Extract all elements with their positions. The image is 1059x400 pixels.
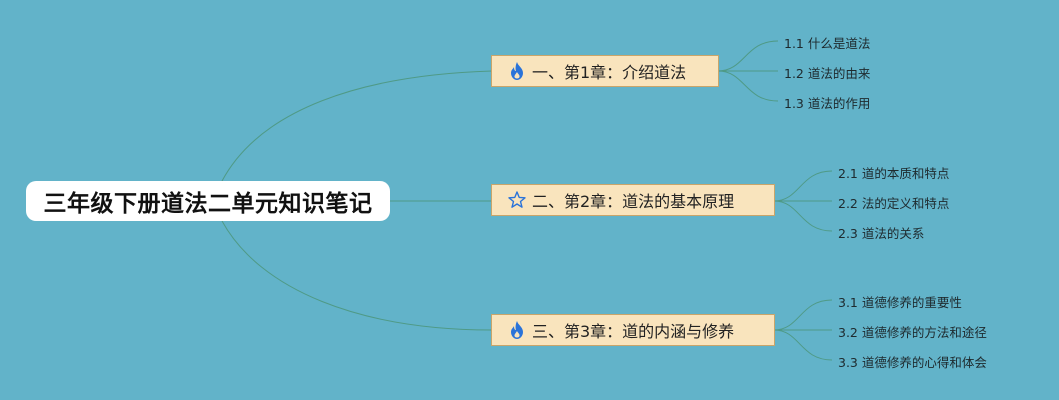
- leaf-item[interactable]: 2.1 道的本质和特点: [838, 166, 950, 181]
- fire-icon: [508, 61, 526, 81]
- branch-chapter-3[interactable]: 三、第3章：道的内涵与修养: [491, 314, 775, 346]
- leaf-item[interactable]: 3.1 道德修养的重要性: [838, 295, 962, 310]
- leaf-item[interactable]: 1.1 什么是道法: [784, 36, 871, 51]
- branch-chapter-1[interactable]: 一、第1章：介绍道法: [491, 55, 719, 87]
- leaf-item[interactable]: 2.2 法的定义和特点: [838, 196, 950, 211]
- leaf-item[interactable]: 1.2 道法的由来: [784, 66, 871, 81]
- leaf-item[interactable]: 3.3 道德修养的心得和体会: [838, 355, 987, 370]
- fire-icon: [508, 320, 526, 340]
- branch-label: 一、第1章：介绍道法: [532, 63, 687, 82]
- leaf-item[interactable]: 1.3 道法的作用: [784, 96, 871, 111]
- leaf-item[interactable]: 3.2 道德修养的方法和途径: [838, 325, 987, 340]
- leaf-item[interactable]: 2.3 道法的关系: [838, 226, 925, 241]
- star-icon: [508, 190, 526, 210]
- branch-chapter-2[interactable]: 二、第2章：道法的基本原理: [491, 184, 775, 216]
- root-title: 三年级下册道法二单元知识笔记: [43, 191, 373, 217]
- branch-label: 二、第2章：道法的基本原理: [532, 192, 735, 211]
- branch-label: 三、第3章：道的内涵与修养: [532, 322, 735, 341]
- root-topic[interactable]: 三年级下册道法二单元知识笔记: [26, 181, 390, 221]
